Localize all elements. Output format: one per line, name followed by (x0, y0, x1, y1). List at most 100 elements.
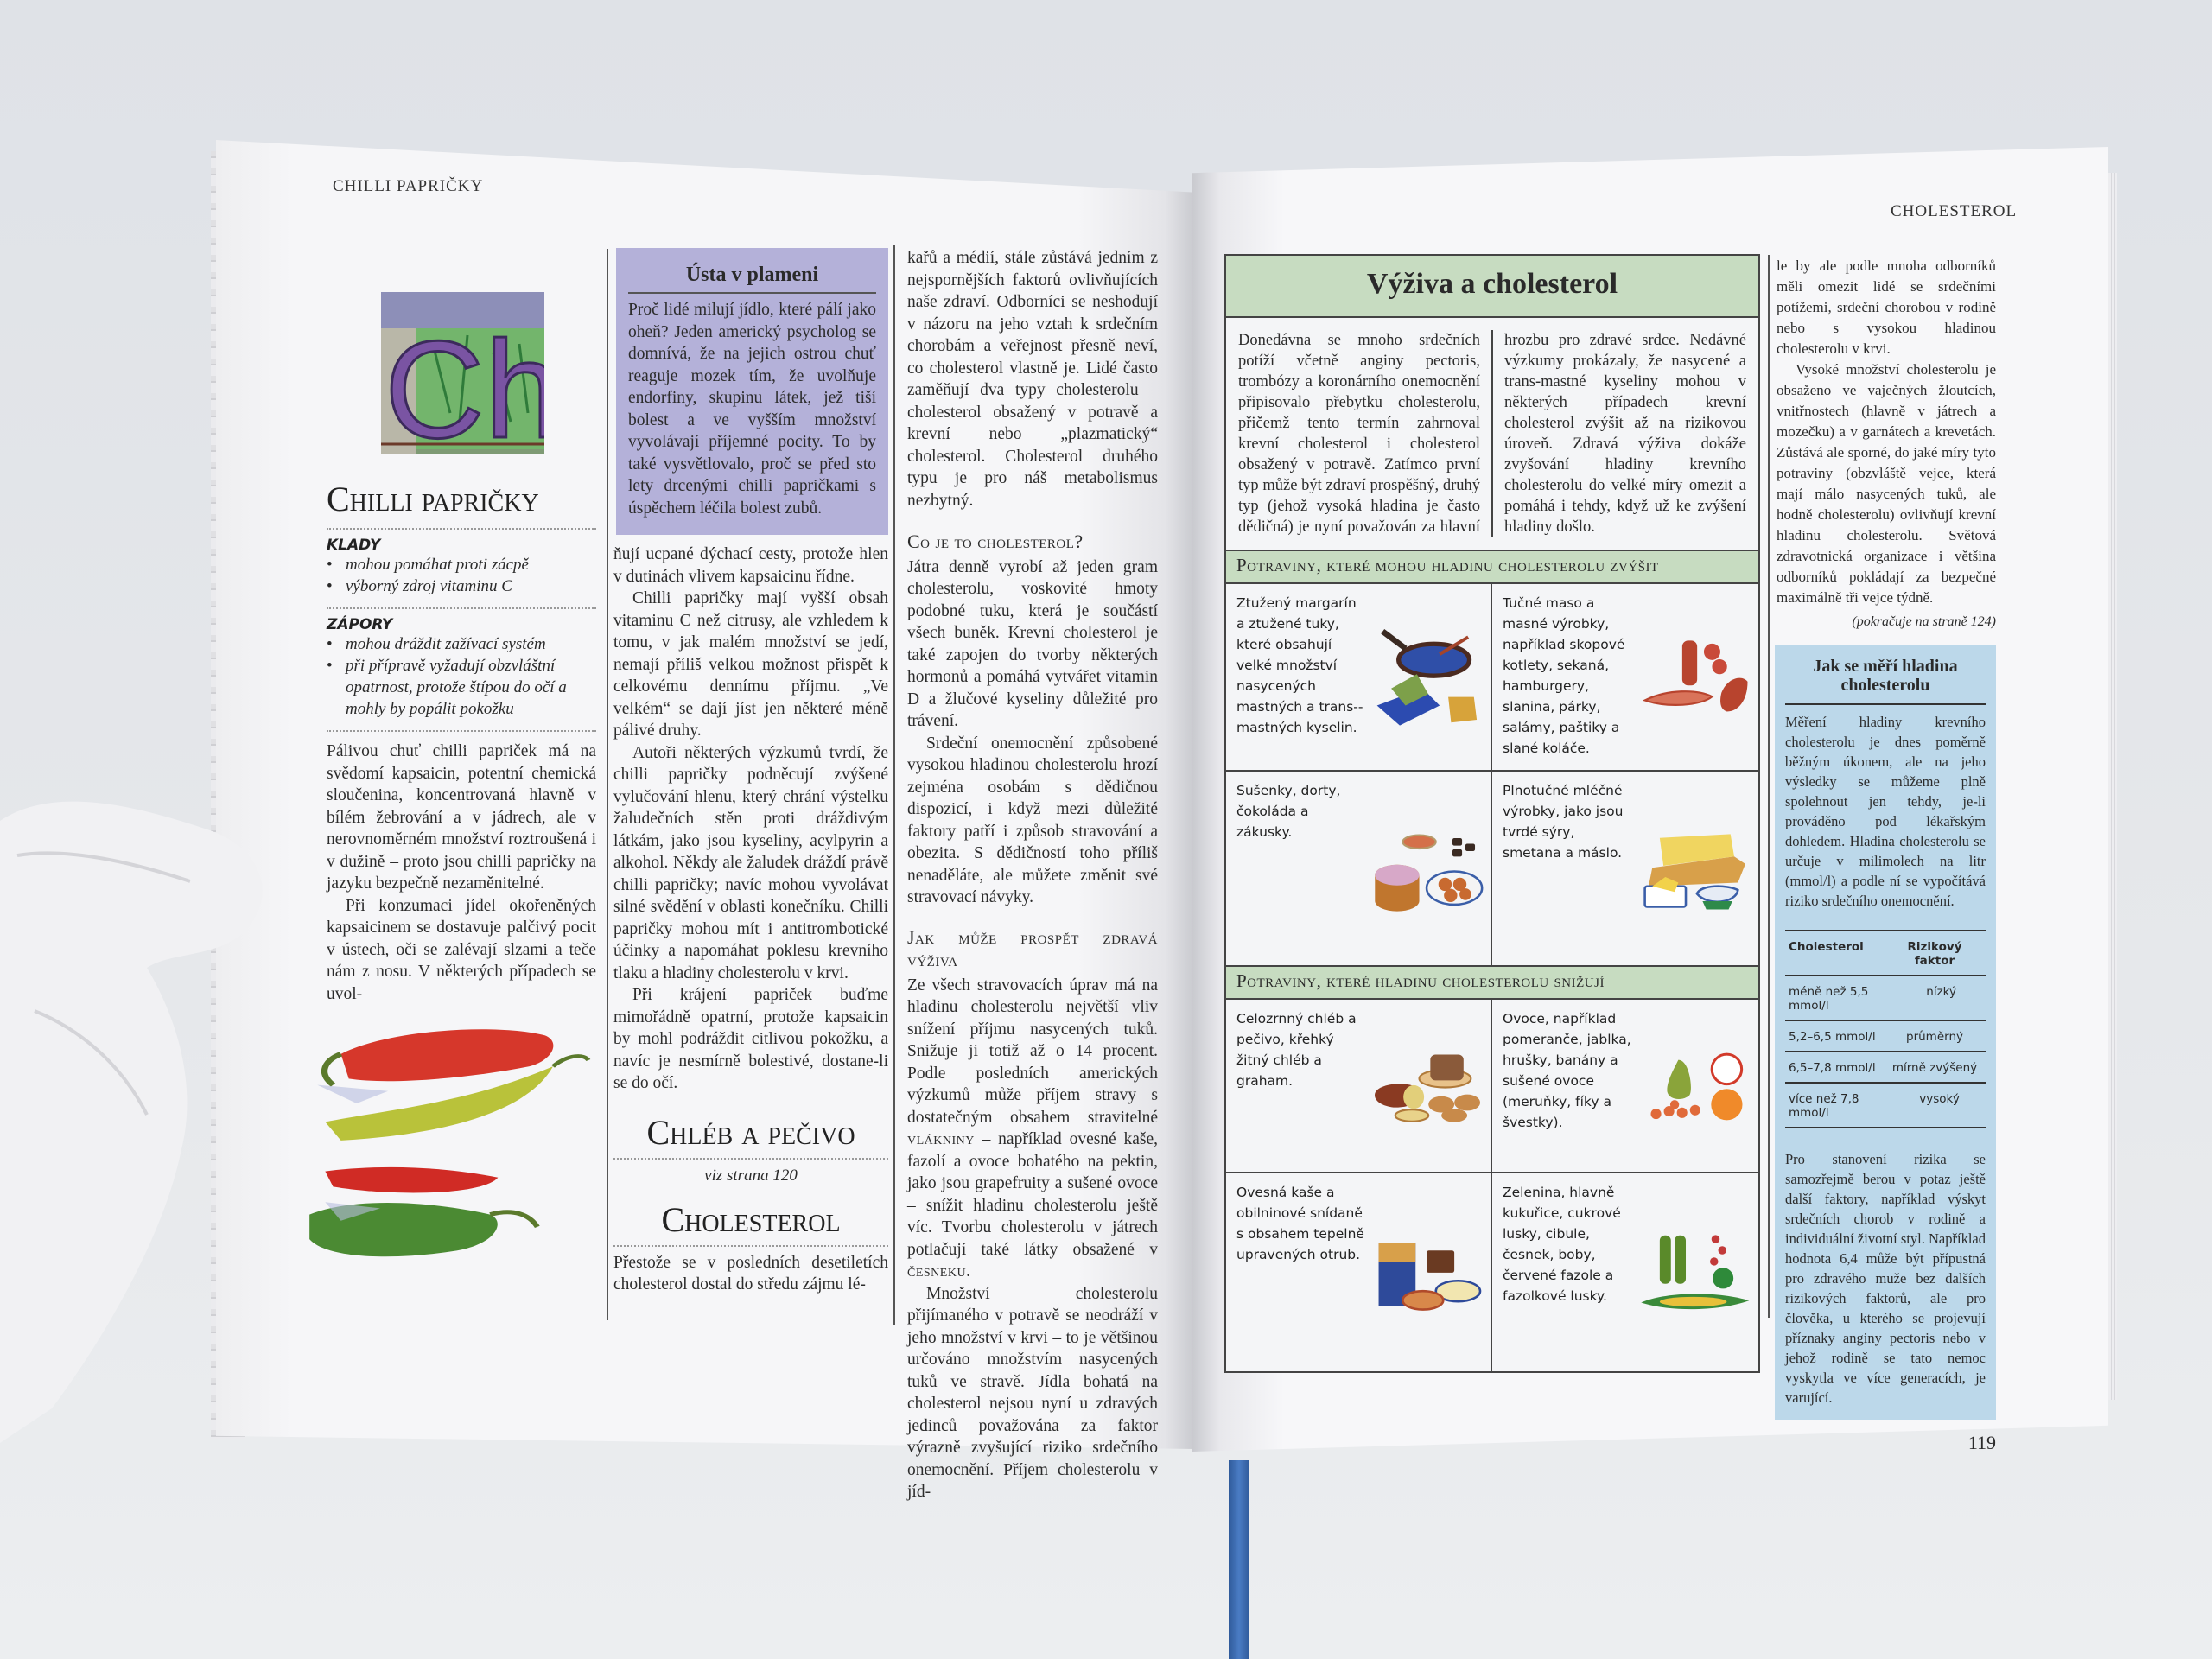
box-title: Ústa v plameni (628, 264, 876, 294)
dairy-illustration (1643, 834, 1745, 910)
heading-chleb-a-pecivo: Chléb a pečivo (646, 1112, 855, 1152)
cholesterol-intro: Přestože se v posledních desetiletích ch… (613, 1253, 888, 1294)
chilli-peppers-illustration (294, 1017, 596, 1276)
food-cell-oats: Ovesná kaše a obilninové snídaně s obsah… (1226, 1173, 1492, 1371)
header-cell: Cholesterol (1789, 940, 1864, 954)
food-caption: Sušenky, dorty, čokoláda a zákusky. (1236, 783, 1341, 840)
sidebar-box-measure-cholesterol: Jak se měří hladina cholesterolu Měření … (1775, 645, 1996, 1420)
gloved-hand (0, 801, 263, 1443)
raise-grid: Ztužený margarín a ztužené tuky, které o… (1226, 584, 1758, 967)
cons-label: ZÁPORY (327, 616, 393, 633)
cross-ref-vlaknina: vlákniny (907, 1130, 975, 1148)
column-1-text: Pálivou chuť chilli papriček má na svědo… (327, 741, 596, 1005)
page-number: 119 (1967, 1432, 1996, 1453)
side-column-text: le by ale podle mnoha odborníků měli ome… (1775, 256, 1996, 632)
feature-intro: Donedávna se mnoho srdečních potíží včet… (1226, 318, 1758, 551)
food-cell-sweets: Sušenky, dorty, čokoláda a zákusky. (1226, 772, 1492, 967)
box-title: Jak se měří hladina cholesterolu (1785, 657, 1986, 705)
small-red-pepper (325, 1166, 499, 1193)
initial-ch-illustration: Ch (381, 292, 563, 468)
oats-illustration (1378, 1243, 1482, 1311)
table-cell: méně než 5,5 mmol/l (1789, 985, 1869, 1013)
feature-box-vyziva-a-cholesterol: Výživa a cholesterol Donedávna se mnoho … (1224, 254, 1760, 1373)
lower-grid: Celozrnný chléb a pečivo, křehký žitný c… (1226, 1000, 1758, 1371)
table-cell: 6,5–7,8 mmol/l (1789, 1061, 1876, 1075)
pros-item: výborný zdroj vitaminu C (327, 575, 596, 597)
paragraph: ňují ucpané dýchací cesty, protože hlen … (613, 545, 888, 586)
running-head: CHILLI PAPRIČKY (333, 177, 484, 195)
heading-cholesterol: Cholesterol (661, 1199, 841, 1239)
paragraph: Při krájení papriček buďme mimořádně opa… (613, 986, 888, 1092)
text: Ze všech stravovacích úprav má na hladin… (907, 976, 1158, 1127)
cons-item: mohou dráždit zažívací systém (327, 633, 596, 655)
table-cell: 5,2–6,5 mmol/l (1789, 1030, 1876, 1044)
paragraph: Játra denně vyrobí až jeden gram cholest… (907, 557, 1158, 731)
pros-label: KLADY (327, 537, 381, 554)
pros-item: mohou pomáhat proti zácpě (327, 554, 596, 575)
box-footer-text: Pro stanovení rizika se samozřejmě berou… (1785, 1151, 1986, 1406)
cakes-illustration (1375, 834, 1484, 912)
food-caption: Plnotučné mléčné výrobky, jako jsou tvrd… (1503, 783, 1624, 861)
text: – například ovesné kaše, fazolí a ovoce … (907, 1130, 1158, 1259)
paragraph: kařů a médií, stále zůstává jedním z nej… (907, 249, 1158, 510)
food-caption: Tučné maso a masné výrobky, například sk… (1503, 595, 1625, 756)
paragraph: le by ale podle mnoha odborníků měli ome… (1777, 257, 1996, 357)
column-2: Ústa v plameni Proč lidé milují jídlo, k… (613, 248, 888, 1296)
paragraph: Srdeční onemocnění způsobené vysokou hla… (907, 734, 1158, 907)
food-cell-fruit: Ovoce, například pomeranče, jablka, hruš… (1492, 1000, 1758, 1173)
box-text: Proč lidé milují jídlo, které pálí jako … (628, 301, 876, 518)
sidebar-box-usta-v-plameni: Ústa v plameni Proč lidé milují jídlo, k… (616, 248, 888, 535)
paragraph: Autoři některých výzkumů tvrdí, že chill… (613, 743, 888, 982)
margarine-pan-illustration (1376, 629, 1478, 726)
initial-letters: Ch (385, 312, 544, 454)
table-cell: vysoký (1919, 1092, 1960, 1106)
paragraph: Vysoké množství cholesterolu je obsaženo… (1777, 361, 1996, 606)
pros-list: mohou pomáhat proti zácpě výborný zdroj … (327, 554, 596, 597)
food-cell-margarine: Ztužený margarín a ztužené tuky, které o… (1226, 584, 1492, 772)
table-cell: mírně zvýšený (1891, 1061, 1978, 1075)
section-lower: Potraviny, které hladinu cholesterolu sn… (1226, 967, 1758, 1000)
side-column: le by ale podle mnoha odborníků měli ome… (1775, 256, 1996, 1454)
section-raise: Potraviny, které mohou hladinu cholester… (1226, 551, 1758, 584)
table-row: více než 7,8 mmol/l vysoký (1785, 1084, 1986, 1128)
green-pepper (309, 1203, 498, 1257)
paragraph: Při konzumaci jídel okořeněných kapsaici… (327, 896, 596, 1003)
food-cell-meat: Tučné maso a masné výrobky, například sk… (1492, 584, 1758, 772)
paragraph: Pálivou chuť chilli papriček má na svědo… (327, 742, 596, 893)
bread-illustration (1374, 1054, 1481, 1122)
food-caption: Ovoce, například pomeranče, jablka, hruš… (1503, 1011, 1631, 1130)
column-2-text: ňují ucpané dýchací cesty, protože hlen … (613, 543, 888, 1095)
fruit-illustration (1650, 1052, 1744, 1121)
food-caption: Ovesná kaše a obilninové snídaně s obsah… (1236, 1185, 1364, 1262)
cons-item: při přípravě vyžadují obzvláštní opatrno… (327, 655, 596, 720)
bookmark-ribbon (1229, 1460, 1249, 1659)
table-cell: průměrný (1906, 1030, 1963, 1044)
cons-list: mohou dráždit zažívací systém při přípra… (327, 633, 596, 720)
subheading-what-is: Co je to cholesterol? (907, 531, 1084, 552)
box-text: Měření hladiny krevního cholesterolu je … (1785, 714, 1986, 909)
cross-reference: viz strana 120 (704, 1166, 798, 1185)
food-caption: Celozrnný chléb a pečivo, křehký žitný c… (1236, 1011, 1357, 1089)
food-caption: Ztužený margarín a ztužené tuky, které o… (1236, 595, 1363, 735)
food-cell-vegetables: Zelenina, hlavně kukuřice, cukrové lusky… (1492, 1173, 1758, 1371)
table-row: 6,5–7,8 mmol/l mírně zvýšený (1785, 1052, 1986, 1084)
food-cell-bread: Celozrnný chléb a pečivo, křehký žitný c… (1226, 1000, 1492, 1173)
table-cell: nízký (1926, 985, 1957, 999)
running-head-right: CHOLESTEROL (1891, 202, 2018, 220)
table-row: méně než 5,5 mmol/l nízký (1785, 976, 1986, 1021)
paragraph: Chilli papričky mají vyšší obsah vitamin… (613, 589, 888, 740)
article-title: Chilli papričky (327, 480, 539, 518)
paragraph: Množství cholesterolu přijímaného v potr… (907, 1284, 1158, 1502)
vegetables-illustration (1641, 1235, 1750, 1310)
meat-illustration (1642, 640, 1748, 712)
table-row: 5,2–6,5 mmol/l průměrný (1785, 1021, 1986, 1052)
subheading-diet: Jak může prospět zdravá výživa (907, 925, 1158, 970)
yellow-green-pepper (325, 1066, 553, 1141)
column-3-text: kařů a médií, stále zůstává jedním z nej… (907, 247, 1158, 1503)
table-cell: více než 7,8 mmol/l (1789, 1092, 1859, 1120)
text: . (966, 1262, 970, 1281)
paragraph: Ze všech stravovacích úprav má na hladin… (907, 975, 1158, 1283)
red-pepper (340, 1029, 554, 1082)
